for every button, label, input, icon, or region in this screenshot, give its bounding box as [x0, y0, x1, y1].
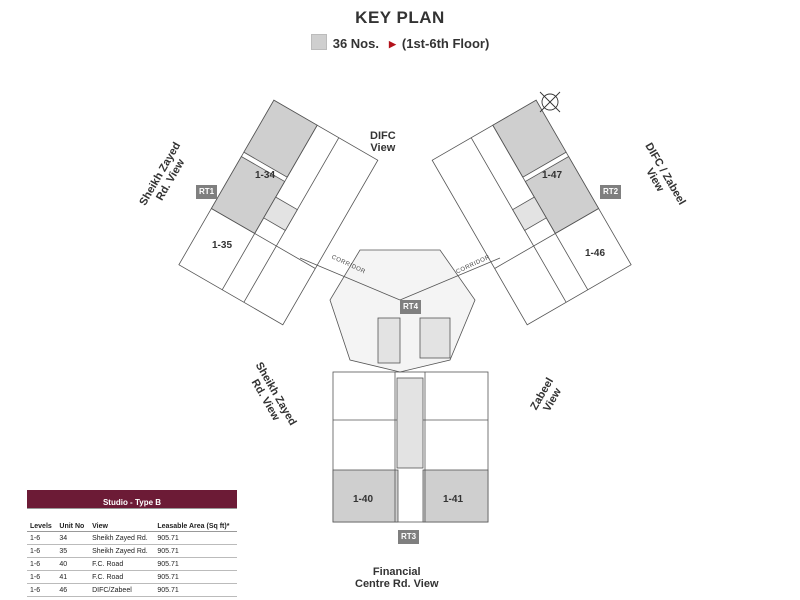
unit-1-47: 1-47 [542, 170, 563, 181]
legend-floors: (1st-6th Floor) [401, 36, 490, 51]
legend: 36 Nos. ▶ (1st-6th Floor) [0, 34, 800, 51]
unit-1-34: 1-34 [255, 170, 276, 181]
right-wing [431, 99, 632, 326]
tag-rt4: RT4 [400, 300, 422, 314]
tag-rt2: RT2 [600, 185, 622, 199]
unit-1-46: 1-46 [585, 248, 606, 259]
table-header-row: Levels Unit No View Leasable Area (Sq ft… [27, 508, 237, 532]
compass-icon [539, 91, 561, 113]
page-title: KEY PLAN [355, 8, 445, 27]
header-levels: Levels [27, 508, 57, 532]
highlight-swatch [310, 34, 327, 50]
header-area: Leasable Area (Sq ft)* [154, 508, 237, 532]
table-caption: Studio - Type B [27, 490, 237, 509]
triangle-marker-icon: ▶ [388, 39, 396, 49]
tag-rt1: RT1 [196, 185, 218, 199]
unit-1-35: 1-35 [212, 240, 233, 251]
header-unit-no: Unit No [56, 508, 90, 532]
tag-rt3: RT3 [398, 530, 420, 544]
legend-count: 36 Nos. [332, 36, 379, 51]
units-table: Studio - Type B Levels Unit No View Leas… [27, 490, 237, 597]
left-wing [178, 99, 379, 326]
unit-1-41: 1-41 [443, 494, 464, 505]
unit-1-40: 1-40 [353, 494, 374, 505]
header-view: View [89, 508, 155, 532]
bottom-wing [332, 371, 489, 523]
